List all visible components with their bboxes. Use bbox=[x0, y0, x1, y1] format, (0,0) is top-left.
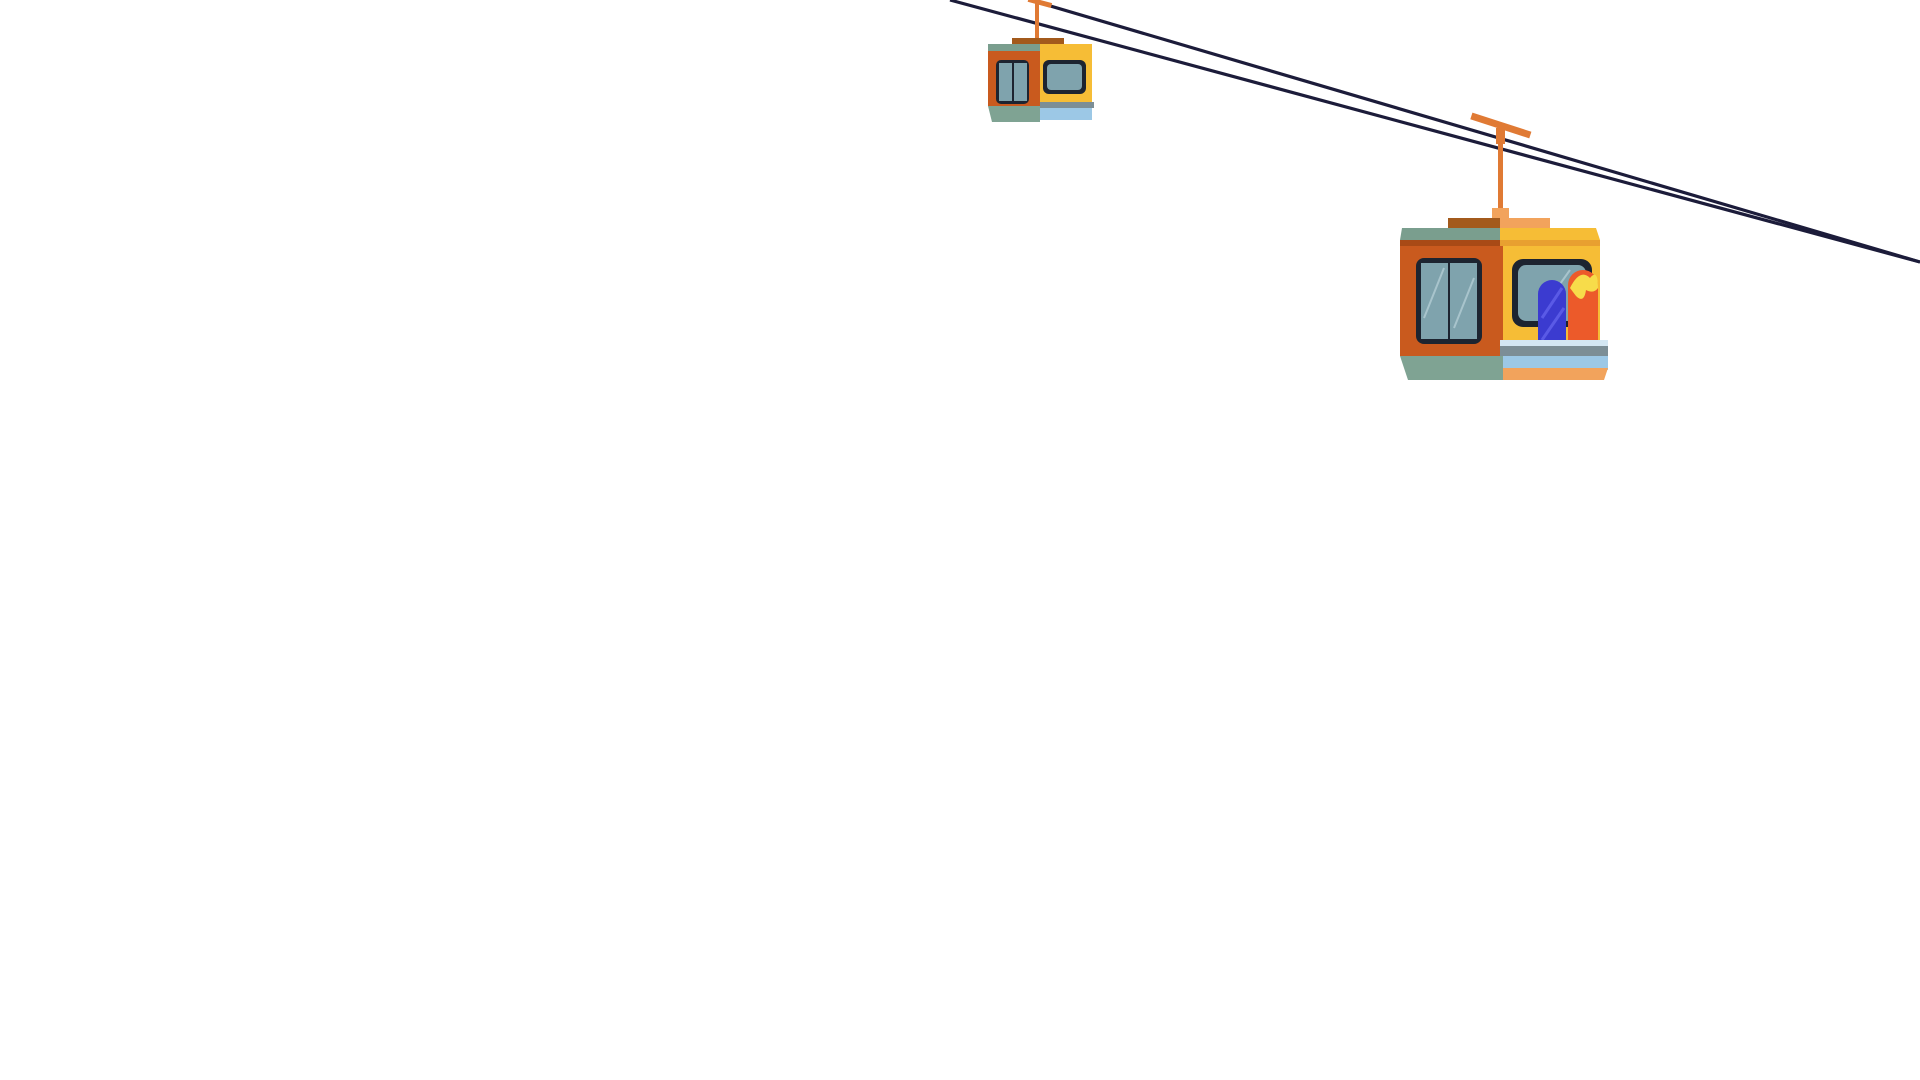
gondola-near bbox=[1400, 112, 1608, 380]
gondola-far bbox=[988, 0, 1094, 122]
cable-lower bbox=[1029, 0, 1920, 264]
gondola-icon bbox=[988, 0, 1094, 122]
cable-upper bbox=[949, 0, 1920, 264]
cable-line bbox=[949, 0, 1920, 264]
snowboard-icon bbox=[1538, 270, 1598, 356]
gondola-icon bbox=[1400, 112, 1608, 380]
